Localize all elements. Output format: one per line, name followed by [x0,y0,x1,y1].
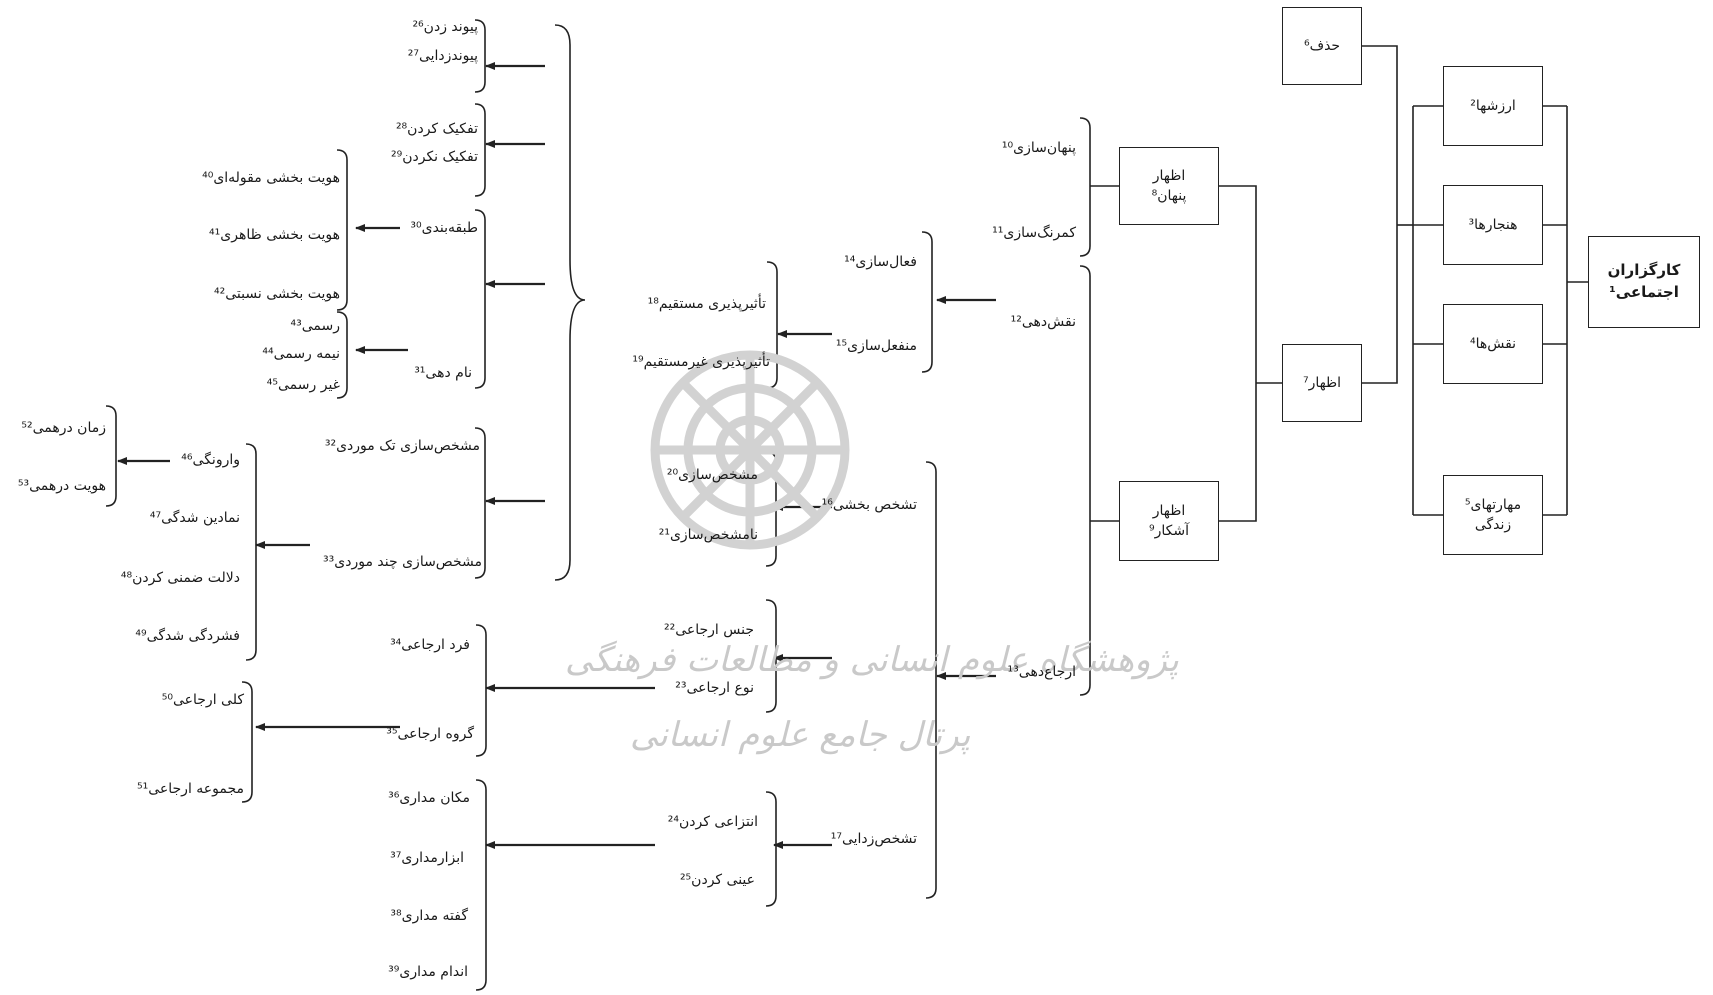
label-collective-ref: مجموعه ارجاعی⁵¹ [137,781,244,797]
box-social-actors-text: کارگزاران اجتماعی¹ [1607,261,1681,301]
label-indirect-effect: تأثیرپذیری غیرمستقیم¹⁹ [632,354,770,370]
label-categorical-id: هویت بخشی مقوله‌ای⁴⁰ [202,170,340,186]
box-norms: هنجارها³ [1443,185,1543,265]
label-dimming: کمرنگ‌سازی¹¹ [992,225,1076,241]
label-classification: طبقه‌بندی³⁰ [410,220,478,236]
box-life-skills-text: مهارتهای⁵ زندگی [1464,496,1522,533]
label-formal: رسمی⁴³ [290,318,341,334]
spec-bracket [474,427,486,579]
box-expression-text: اظهار⁷ [1302,374,1342,391]
personalization-bracket [925,461,937,899]
label-direct-effect: تأثیرپذیری مستقیم¹⁸ [647,296,766,312]
activation-bracket [921,231,933,373]
watermark-text-1: پژوهشگاه علوم انسانی و مطالعات فرهنگی [565,640,1179,680]
box-roles-text: نقش‌ها⁴ [1469,335,1517,352]
label-relational-id: هویت بخشی نسبتی⁴² [214,286,340,302]
mixed-bracket [105,405,117,507]
label-objectification: عینی کردن²⁵ [679,872,755,888]
hidden-children-bracket [1079,117,1091,257]
label-unspecification: نامشخص‌سازی²¹ [658,527,758,543]
box-deletion-text: حذف⁶ [1303,37,1341,54]
hidden-overt-bracket [1219,185,1257,522]
label-tool-oriented: ابزارمداری³⁷ [390,850,464,866]
deletion-expression-bracket [1362,45,1398,384]
class-naming-bracket [474,209,486,389]
label-differentiation: تفکیک کردن²⁸ [395,121,478,137]
label-inversion: وارونگی⁴⁶ [181,452,240,468]
label-non-differentiation: تفکیک نکردن²⁹ [390,149,478,165]
label-group-ref: گروه ارجاعی³⁵ [386,726,474,742]
formal-bracket [336,311,348,399]
label-concealment: پنهان‌سازی¹⁰ [1001,140,1076,156]
label-role-giving: نقش‌دهی¹² [1010,314,1076,330]
label-informal: غیر رسمی⁴⁵ [266,377,340,393]
box-hidden-expression-line2: پنهان⁸ [1151,188,1187,204]
label-specific-ref: نوع ارجاعی²³ [675,680,754,696]
label-specification: مشخص‌سازی²⁰ [666,467,758,483]
label-symbolization: نمادین شدگی⁴⁷ [149,510,240,526]
label-passivation: منفعل‌سازی¹⁵ [835,338,917,354]
label-generic-ref: جنس ارجاعی²² [663,622,754,638]
label-abstraction: انتزاعی کردن²⁴ [667,814,758,830]
box-hidden-expression-line1: اظهار [1152,167,1186,184]
overt-children-bracket [1079,265,1091,696]
generic-bracket [765,599,777,713]
label-appearance-id: هویت بخشی ظاهری⁴¹ [209,227,340,243]
label-individual-ref: فرد ارجاعی³⁴ [390,637,470,653]
watermark-text-2: پرتال جامع علوم انسانی [630,715,971,755]
label-activation: فعال‌سازی¹⁴ [844,254,917,270]
box-hidden-expression: اظهار پنهان⁸ [1119,147,1219,225]
specification-bracket [765,451,777,567]
label-impersonalization: تشخص‌زدایی¹⁷ [830,831,917,847]
diff-bracket [474,103,486,197]
box-overt-expression-line2: آشکار⁹ [1149,523,1190,539]
identification-bracket [336,149,348,311]
conn-left-boxes [1413,105,1443,516]
place-bracket [475,779,487,991]
inversion-bracket [245,443,257,661]
label-linking: پیوند زدن²⁶ [412,19,478,35]
label-multi-spec: مشخص‌سازی چند موردی³³ [323,554,482,570]
box-life-skills: مهارتهای⁵ زندگی [1443,475,1543,555]
label-referencing: ارجاع‌دهی¹³ [1007,664,1076,680]
big-curly-bracket [554,24,586,581]
box-deletion: حذف⁶ [1282,7,1362,85]
label-personalization: تشخص بخشی¹⁶ [821,497,917,513]
label-semi-formal: نیمه رسمی⁴⁴ [262,346,340,362]
label-condensation: فشردگی شدگی⁴⁹ [135,628,240,644]
label-mixed-time: زمان درهمی⁵² [21,420,106,436]
box-norms-text: هنجارها³ [1468,216,1518,233]
label-speech-oriented: گفته مداری³⁸ [390,908,468,924]
label-total-ref: کلی ارجاعی⁵⁰ [161,692,244,708]
link-bracket [474,19,486,93]
box-expression: اظهار⁷ [1282,344,1362,422]
box-roles: نقش‌ها⁴ [1443,304,1543,384]
box-overt-expression-line1: اظهار [1152,502,1186,519]
group-bracket [475,624,487,757]
label-single-spec: مشخص‌سازی تک موردی³² [324,438,480,454]
abstraction-bracket [765,791,777,907]
box-overt-expression: اظهار آشکار⁹ [1119,481,1219,561]
box-values: ارزشها² [1443,66,1543,146]
label-mixed-identity: هویت درهمی⁵³ [17,478,106,494]
label-connotation: دلالت ضمنی کردن⁴⁸ [120,570,240,586]
label-naming: نام دهی³¹ [414,365,472,381]
box-social-actors: کارگزاران اجتماعی¹ [1588,236,1700,328]
box-values-text: ارزشها² [1470,97,1516,114]
label-body-oriented: اندام مداری³⁹ [388,964,468,980]
collective-bracket [241,681,253,803]
label-unlinking: پیوندزدایی²⁷ [407,48,478,64]
label-place-oriented: مکان مداری³⁶ [388,790,470,806]
